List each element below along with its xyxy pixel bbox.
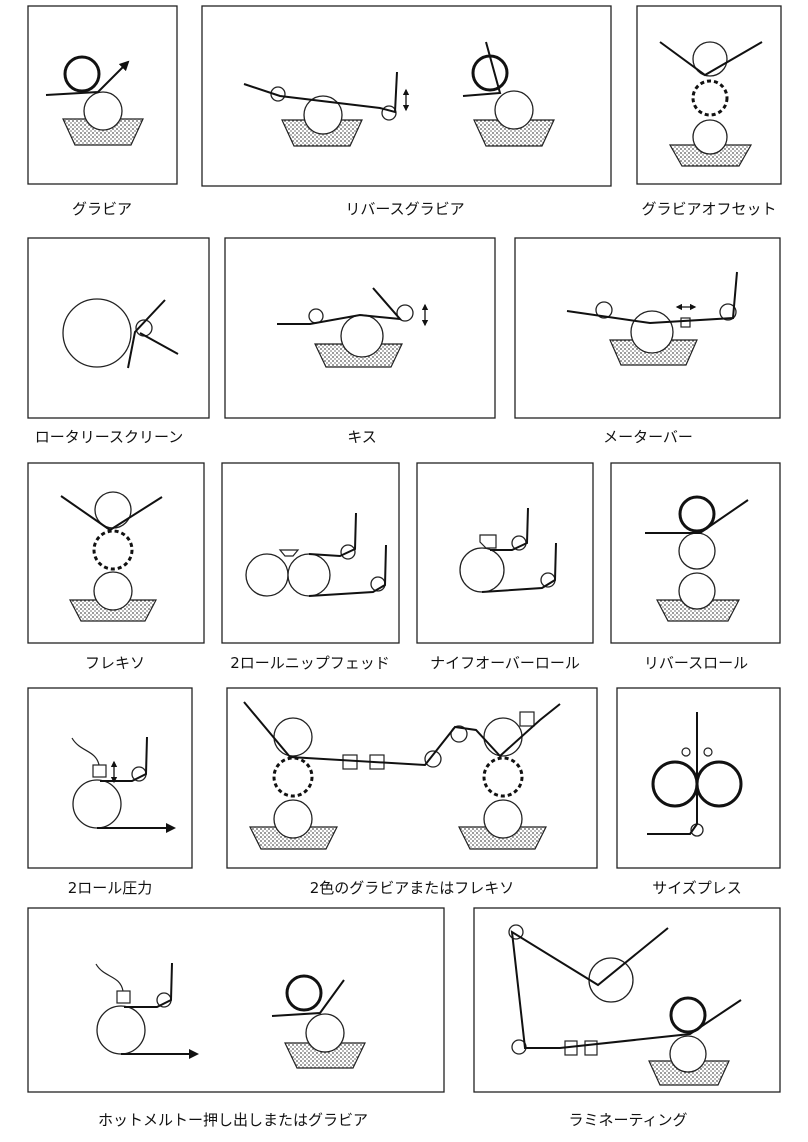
gravure-roll: [692, 119, 728, 155]
idler-roll: [450, 725, 468, 743]
impression-roll: [669, 996, 707, 1034]
label-kiss: キス: [347, 428, 377, 446]
impression-roll: [471, 54, 509, 92]
dryer: [342, 754, 358, 770]
web-path: [45, 60, 130, 96]
applicator-roll: [678, 532, 716, 570]
gravure-roll: [303, 95, 343, 135]
panel-meter-bar: メーターバー: [514, 237, 781, 446]
panel-kiss: キス: [224, 237, 496, 446]
gravure-roll: [494, 90, 534, 130]
label-hot-melt: ホットメルトー押し出しまたはグラビア: [98, 1111, 368, 1129]
label-two-roll-nip-fed: 2ロールニップフェッド: [230, 654, 390, 672]
panel-rotary-screen: ロータリースクリーン: [27, 237, 210, 446]
die-head: [92, 764, 107, 778]
applicator-roll: [287, 553, 331, 597]
panel-laminating: ラミネーティング: [473, 907, 781, 1129]
label-knife-over-roll: ナイフオーバーロール: [430, 654, 580, 672]
panel-reverse-gravure: リバースグラビア: [201, 5, 612, 218]
web-path: [566, 271, 738, 325]
web-path: [490, 507, 529, 551]
web-path: [124, 962, 173, 1008]
idler-roll: [424, 750, 442, 768]
anilox-roll: [483, 799, 523, 839]
idler-roll: [396, 304, 414, 322]
feed-hose: [71, 737, 100, 766]
plate-roll: [92, 529, 134, 571]
size-nozzle: [681, 747, 691, 757]
panel-hot-melt: ホットメルトー押し出しまたはグラビア: [27, 907, 445, 1129]
screen-roll: [62, 298, 132, 368]
web-path: [271, 979, 345, 1017]
web-path: [243, 71, 398, 114]
gravure-roll: [669, 1035, 707, 1073]
panel-gravure-offset: グラビアオフセット: [636, 5, 782, 218]
knife: [479, 534, 497, 549]
web-path: [647, 712, 698, 835]
idler-roll: [511, 535, 527, 551]
panel-two-roll-nip-fed: 2ロールニップフェッド: [221, 462, 400, 672]
backing-roll: [459, 547, 505, 593]
plate-roll: [482, 756, 524, 798]
label-meter-bar: メーターバー: [603, 428, 693, 446]
gravure-roll: [83, 91, 123, 131]
anilox-roll: [273, 799, 313, 839]
plate-roll: [272, 756, 314, 798]
idler-roll: [308, 308, 324, 324]
panel-size-press: サイズプレス: [616, 687, 781, 897]
dryer: [584, 1040, 598, 1056]
label-reverse-roll: リバースロール: [644, 654, 748, 672]
web-path: [645, 499, 749, 534]
label-size-press: サイズプレス: [652, 879, 742, 897]
laminating-roll: [588, 957, 634, 1003]
label-flexo: フレキソ: [85, 654, 145, 672]
label-two-roll-pressure: 2ロール圧力: [68, 879, 153, 897]
idler-roll: [719, 303, 737, 321]
meter-bar: [680, 317, 691, 328]
offset-roll: [691, 79, 729, 117]
backing-roll: [72, 779, 122, 829]
size-nozzle: [703, 747, 713, 757]
press-roll: [651, 760, 699, 808]
press-roll: [695, 760, 743, 808]
impression-roll: [63, 55, 101, 93]
die-head: [116, 990, 131, 1004]
label-gravure: グラビア: [72, 200, 132, 218]
metering-roll: [245, 553, 289, 597]
web-path: [462, 41, 502, 97]
coating-feed: [278, 549, 300, 557]
web-path: [308, 512, 357, 558]
panel-knife-over-roll: ナイフオーバーロール: [416, 462, 594, 672]
coating-roll: [340, 314, 384, 358]
panel-two-color: 2色のグラビアまたはフレキソ: [226, 687, 598, 897]
impression-roll: [285, 974, 323, 1012]
feed-hose: [95, 963, 124, 992]
backing-roll: [96, 1005, 146, 1055]
label-reverse-gravure: リバースグラビア: [345, 200, 464, 218]
impression-roll: [483, 717, 523, 757]
coating-roll: [630, 310, 674, 354]
dryer: [519, 711, 535, 727]
label-gravure-offset: グラビアオフセット: [641, 200, 776, 218]
anilox-roll: [93, 571, 133, 611]
idler-roll: [595, 301, 613, 319]
panel-two-roll-pressure: 2ロール圧力: [27, 687, 193, 897]
backing-roll: [678, 495, 716, 533]
gravure-roll: [305, 1013, 345, 1053]
panel-gravure: グラビア: [27, 5, 178, 218]
web-path: [277, 287, 403, 325]
label-laminating: ラミネーティング: [568, 1111, 687, 1129]
web-path: [243, 701, 561, 767]
panel-reverse-roll: リバースロール: [610, 462, 781, 672]
web-path: [127, 299, 166, 369]
web-path: [510, 927, 742, 1049]
impression-roll: [273, 717, 313, 757]
panel-flexo: フレキソ: [27, 462, 205, 672]
web-path: [60, 495, 163, 532]
pickup-roll: [678, 572, 716, 610]
label-two-color: 2色のグラビアまたはフレキソ: [310, 879, 515, 897]
web-path: [659, 41, 763, 77]
label-rotary-screen: ロータリースクリーン: [35, 428, 184, 446]
